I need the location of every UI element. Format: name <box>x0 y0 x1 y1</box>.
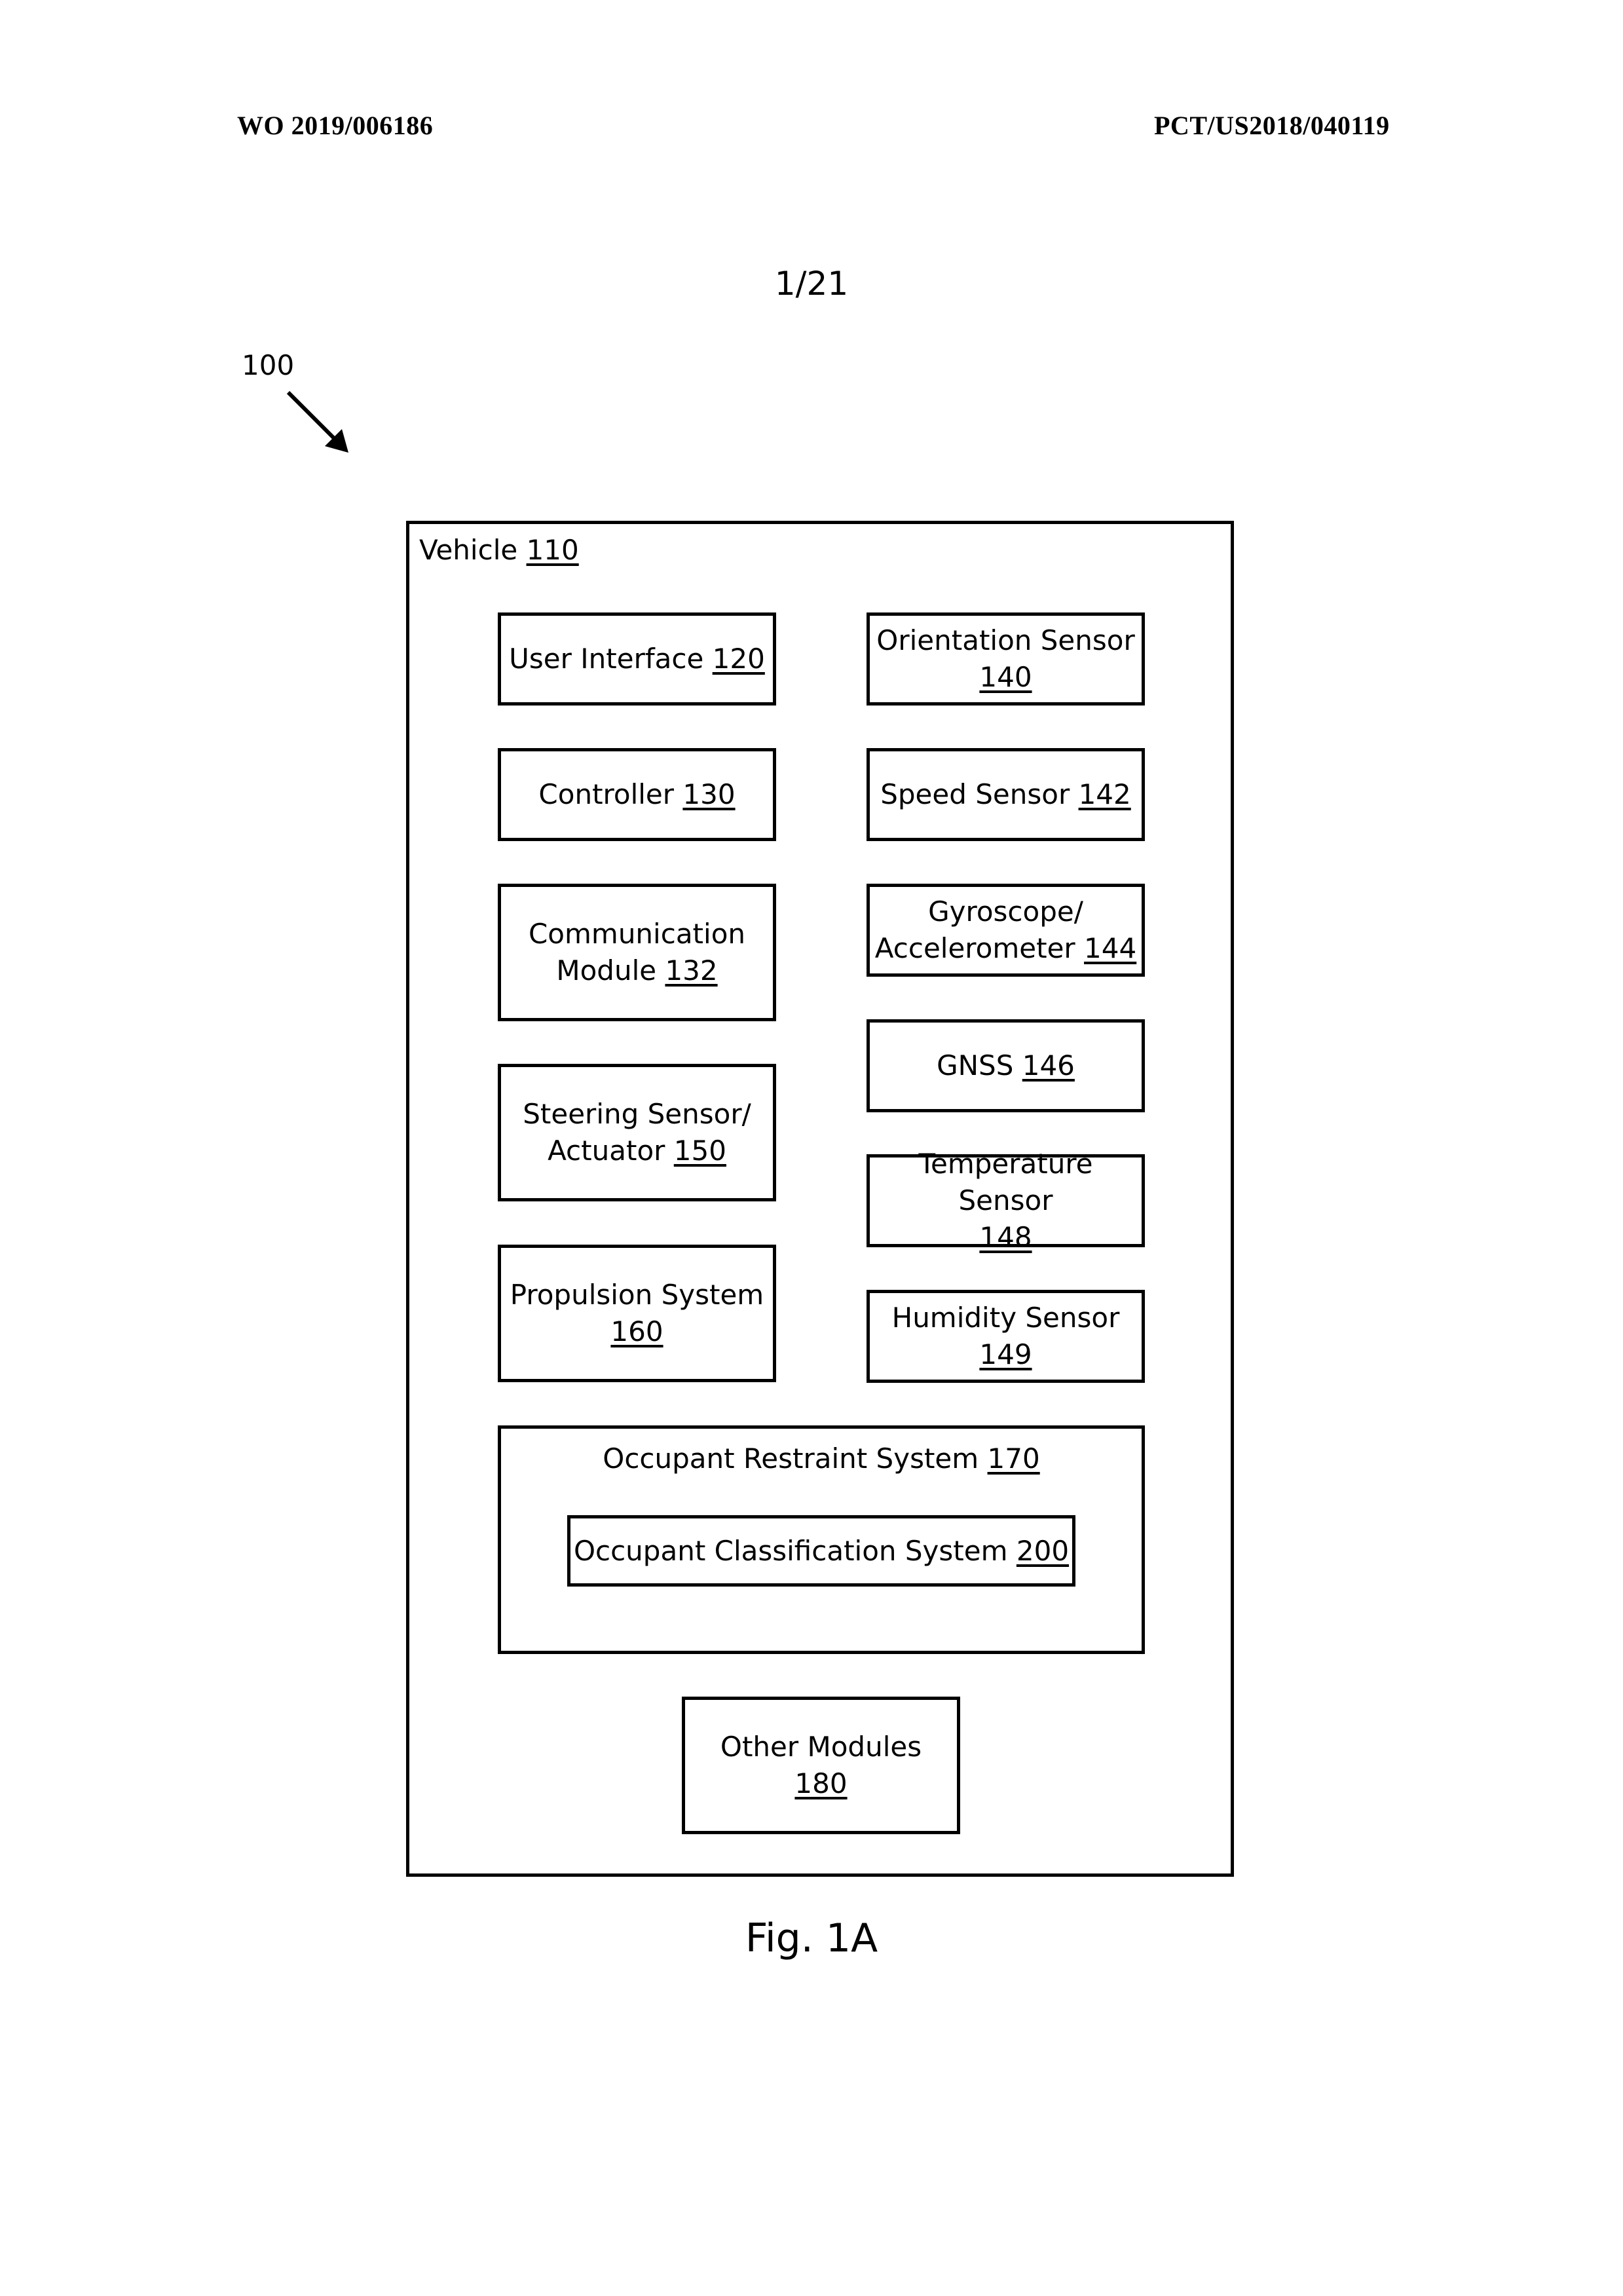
vehicle-frame <box>406 521 1234 1877</box>
vehicle-label: Vehicle 110 <box>419 534 579 566</box>
reference-numeral: 100 <box>242 349 295 381</box>
gnss-box: GNSS 146 <box>867 1019 1145 1112</box>
user-interface-box: User Interface 120 <box>498 612 776 706</box>
controller-box: Controller 130 <box>498 748 776 841</box>
steering-sensor-actuator-box: Steering Sensor/ Actuator 150 <box>498 1064 776 1201</box>
other-modules-box: Other Modules 180 <box>682 1697 960 1834</box>
temperature-sensor-box: Temperature Sensor 148 <box>867 1148 1145 1253</box>
propulsion-system-box: Propulsion System 160 <box>498 1245 776 1382</box>
communication-module-box: Communication Module 132 <box>498 884 776 1021</box>
figure-caption: Fig. 1A <box>745 1915 878 1961</box>
reference-arrow-icon <box>286 390 348 453</box>
application-number: PCT/US2018/040119 <box>1154 111 1390 140</box>
sheet-number: 1/21 <box>774 265 849 303</box>
occupant-classification-system-box: Occupant Classification System 200 <box>567 1515 1075 1587</box>
publication-number: WO 2019/006186 <box>237 111 434 140</box>
occupant-restraint-system-box: Occupant Restraint System 170 <box>498 1425 1145 1654</box>
orientation-sensor-box: Orientation Sensor 140 <box>867 612 1145 706</box>
humidity-sensor-box: Humidity Sensor 149 <box>867 1290 1145 1383</box>
gyroscope-accelerometer-box: Gyroscope/ Accelerometer 144 <box>867 884 1145 977</box>
speed-sensor-box: Speed Sensor 142 <box>867 748 1145 841</box>
